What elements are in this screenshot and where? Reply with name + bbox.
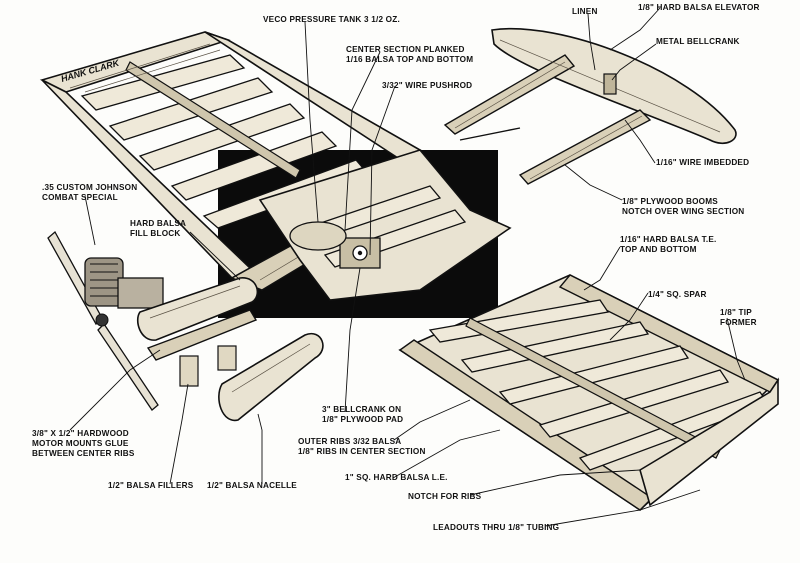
tail-assembly bbox=[443, 28, 737, 185]
label-mounts-3: BETWEEN CENTER RIBS bbox=[32, 449, 135, 458]
left-rib-3 bbox=[138, 103, 306, 171]
label-pushrod: 3/32" WIRE PUSHROD bbox=[382, 81, 472, 90]
label-fill-block-2: FILL BLOCK bbox=[130, 229, 181, 238]
label-linen: LINEN bbox=[572, 7, 598, 16]
label-fill-block-1: HARD BALSA bbox=[130, 219, 186, 228]
right-rib-2 bbox=[460, 321, 650, 373]
label-bellcrank-2: 1/8" PLYWOOD PAD bbox=[322, 415, 403, 424]
label-booms-1: 1/8" PLYWOOD BOOMS bbox=[622, 197, 718, 206]
label-elevator: 1/8" HARD BALSA ELEVATOR bbox=[638, 3, 760, 12]
center-section bbox=[258, 149, 512, 301]
label-engine-1: .35 CUSTOM JOHNSON bbox=[42, 183, 137, 192]
motor-mount bbox=[146, 309, 258, 361]
label-tip-former-2: FORMER bbox=[720, 318, 757, 327]
nacelle-parts bbox=[136, 277, 324, 421]
center-section-planking bbox=[258, 149, 512, 301]
pushrod bbox=[459, 127, 521, 141]
label-fillers: 1/2" BALSA FILLERS bbox=[108, 481, 194, 490]
engine-crankcase bbox=[117, 277, 164, 309]
balsa-filler-1 bbox=[179, 355, 199, 387]
label-tip-former-1: 1/8" TIP bbox=[720, 308, 752, 317]
annotation-labels: HANK CLARK VECO PRESSURE TANK 3 1/2 OZ. … bbox=[32, 3, 760, 532]
label-ribs-2: 1/8" RIBS IN CENTER SECTION bbox=[298, 447, 426, 456]
lower-boom bbox=[518, 109, 652, 185]
left-rib-4 bbox=[170, 131, 338, 201]
label-leadouts: LEADOUTS THRU 1/8" TUBING bbox=[433, 523, 559, 532]
label-wire-imbedded: 1/16" WIRE IMBEDDED bbox=[656, 158, 749, 167]
center-bellcrank bbox=[339, 237, 381, 269]
balsa-filler-2 bbox=[217, 345, 237, 371]
label-booms-2: NOTCH OVER WING SECTION bbox=[622, 207, 744, 216]
label-mounts-1: 3/8" X 1/2" HARDWOOD bbox=[32, 429, 129, 438]
label-bellcrank-1: 3" BELLCRANK ON bbox=[322, 405, 401, 414]
label-metal-bellcrank: METAL BELLCRANK bbox=[656, 37, 740, 46]
right-rib-1 bbox=[428, 299, 610, 343]
label-notch-ribs: NOTCH FOR RIBS bbox=[408, 492, 482, 501]
fill-block bbox=[136, 277, 259, 341]
left-wing-spar bbox=[125, 61, 301, 179]
label-ribs-1: OUTER RIBS 3/32 BALSA bbox=[298, 437, 401, 446]
label-center-section-2: 1/16 BALSA TOP AND BOTTOM bbox=[346, 55, 473, 64]
leader-lines bbox=[69, 7, 746, 527]
right-wing-tip-former bbox=[639, 377, 779, 507]
engine-cylinder bbox=[84, 257, 124, 307]
right-rib-4 bbox=[538, 369, 730, 438]
label-engine-2: COMBAT SPECIAL bbox=[42, 193, 118, 202]
label-mounts-2: MOTOR MOUNTS GLUE bbox=[32, 439, 129, 448]
pressure-tank bbox=[289, 221, 347, 251]
label-nacelle: 1/2" BALSA NACELLE bbox=[207, 481, 297, 490]
label-pressure-tank: VECO PRESSURE TANK 3 1/2 OZ. bbox=[263, 15, 400, 24]
right-rib-3 bbox=[498, 345, 690, 405]
right-wing-panel bbox=[398, 274, 780, 512]
right-wing-spar bbox=[465, 317, 721, 459]
label-spar: 1/4" SQ. SPAR bbox=[648, 290, 707, 299]
spinner-hub bbox=[95, 313, 109, 327]
label-le: 1" SQ. HARD BALSA L.E. bbox=[345, 473, 448, 482]
label-te-2: TOP AND BOTTOM bbox=[620, 245, 697, 254]
propeller-lower-blade bbox=[97, 322, 159, 411]
engine-assembly bbox=[47, 230, 164, 411]
label-te-1: 1/16" HARD BALSA T.E. bbox=[620, 235, 717, 244]
balsa-nacelle bbox=[218, 332, 324, 421]
label-center-section-1: CENTER SECTION PLANKED bbox=[346, 45, 465, 54]
